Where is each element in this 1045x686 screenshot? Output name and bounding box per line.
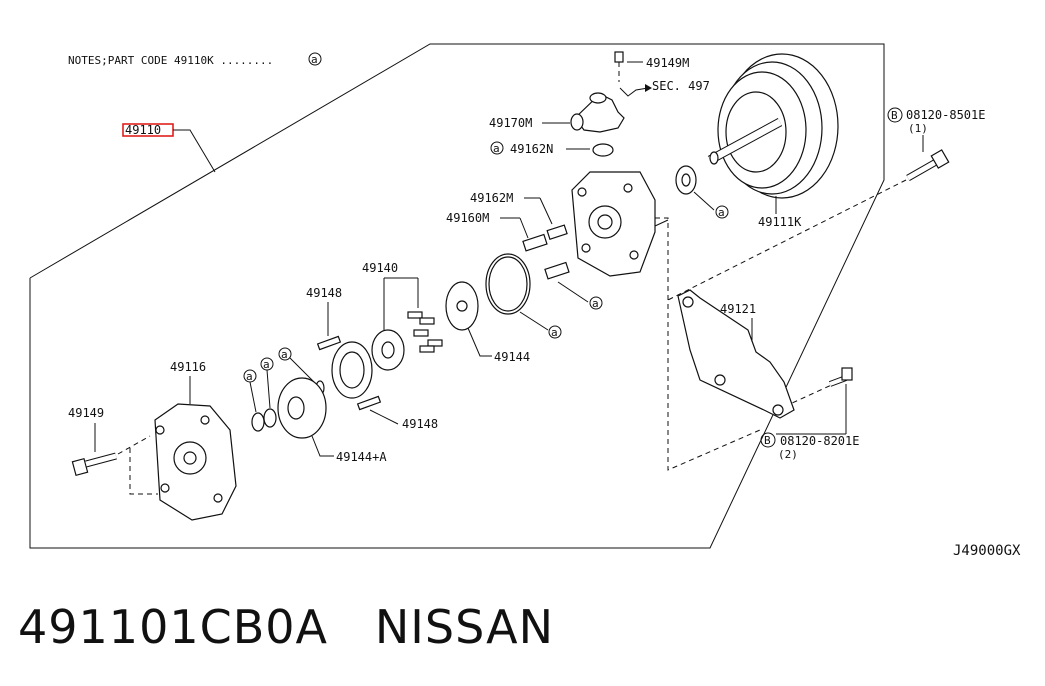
circle-a-symbol: a — [263, 358, 270, 371]
valve-49160m — [522, 233, 548, 252]
circle-a-symbol: a — [281, 348, 288, 361]
side-plate-49144a — [277, 377, 327, 439]
bolt-49149 — [71, 452, 117, 477]
circle-a-symbol: a — [592, 297, 599, 310]
assembly-frame — [29, 43, 885, 549]
pin-49148-bottom — [356, 395, 382, 411]
label-49170m[interactable]: 49170M — [489, 116, 532, 130]
note-circle-icon — [308, 52, 322, 66]
o-ring-small-1 — [251, 412, 265, 432]
circle-a-symbol: a — [551, 326, 558, 339]
label-49144a[interactable]: 49144+A — [336, 450, 387, 464]
diagram-code: J49000GX — [953, 543, 1021, 559]
rotor-49140 — [371, 311, 443, 371]
circle-a-icon — [548, 325, 562, 339]
label-sec497[interactable]: SEC. 497 — [652, 79, 710, 93]
circle-a-icon — [589, 296, 603, 310]
arrow-icon — [645, 84, 652, 92]
circle-a-icon — [715, 205, 729, 219]
label-49162m[interactable]: 49162M — [470, 191, 513, 205]
note-circle-symbol: a — [311, 53, 318, 66]
bracket-49121 — [677, 289, 795, 419]
bolt-b-symbol: B — [891, 109, 898, 122]
sec-leader — [619, 87, 649, 97]
circle-a-symbol: a — [493, 142, 500, 155]
circle-a-icon — [278, 347, 292, 361]
circle-a-symbol: a — [246, 370, 253, 383]
bolt-08120-8501e — [906, 149, 950, 182]
label-49149[interactable]: 49149 — [68, 406, 104, 420]
label-49160m[interactable]: 49160M — [446, 211, 489, 225]
label-49149m[interactable]: 49149M — [646, 56, 689, 70]
label-49148-top[interactable]: 49148 — [306, 286, 342, 300]
pulley-49111k — [707, 53, 839, 199]
part-title: 491101CB0A NISSAN — [18, 600, 554, 654]
bolt-b-symbol: B — [764, 434, 771, 447]
bolt-b-icon — [760, 432, 776, 448]
label-bolt-top-qty: (1) — [908, 122, 928, 135]
label-49148-bottom[interactable]: 49148 — [402, 417, 438, 431]
bolt-b-icon — [887, 107, 903, 123]
circle-a-icon — [490, 141, 504, 155]
main-part-label[interactable]: 49110 — [125, 123, 161, 137]
o-ring-49162n — [592, 143, 614, 157]
label-49140[interactable]: 49140 — [362, 261, 398, 275]
label-49121[interactable]: 49121 — [720, 302, 756, 316]
label-49116[interactable]: 49116 — [170, 360, 206, 374]
bolt-49149m — [614, 51, 624, 82]
pump-body — [571, 171, 656, 277]
part-number: 491101CB0A — [18, 600, 329, 654]
o-ring-small-2 — [263, 408, 277, 428]
label-bolt-bottom[interactable]: 08120-8201E — [780, 434, 859, 448]
bolt-08120-8201e — [828, 367, 853, 387]
connector-49170m — [570, 92, 625, 133]
label-49162n[interactable]: 49162N — [510, 142, 553, 156]
label-49111k[interactable]: 49111K — [758, 215, 802, 229]
label-bolt-top[interactable]: 08120-8501E — [906, 108, 985, 122]
circle-a-symbol: a — [718, 206, 725, 219]
brand-name: NISSAN — [374, 600, 554, 654]
notes-text: NOTES;PART CODE 49110K ........ — [68, 54, 273, 67]
spring-49162m — [546, 224, 568, 240]
plug-fitting — [544, 261, 570, 280]
main-part-leader — [173, 129, 216, 173]
pin-49148-top — [316, 335, 342, 351]
label-bolt-bottom-qty: (2) — [778, 448, 798, 461]
label-49144[interactable]: 49144 — [494, 350, 530, 364]
side-plate-49144 — [445, 281, 479, 331]
pump-cover-49116 — [154, 403, 237, 521]
